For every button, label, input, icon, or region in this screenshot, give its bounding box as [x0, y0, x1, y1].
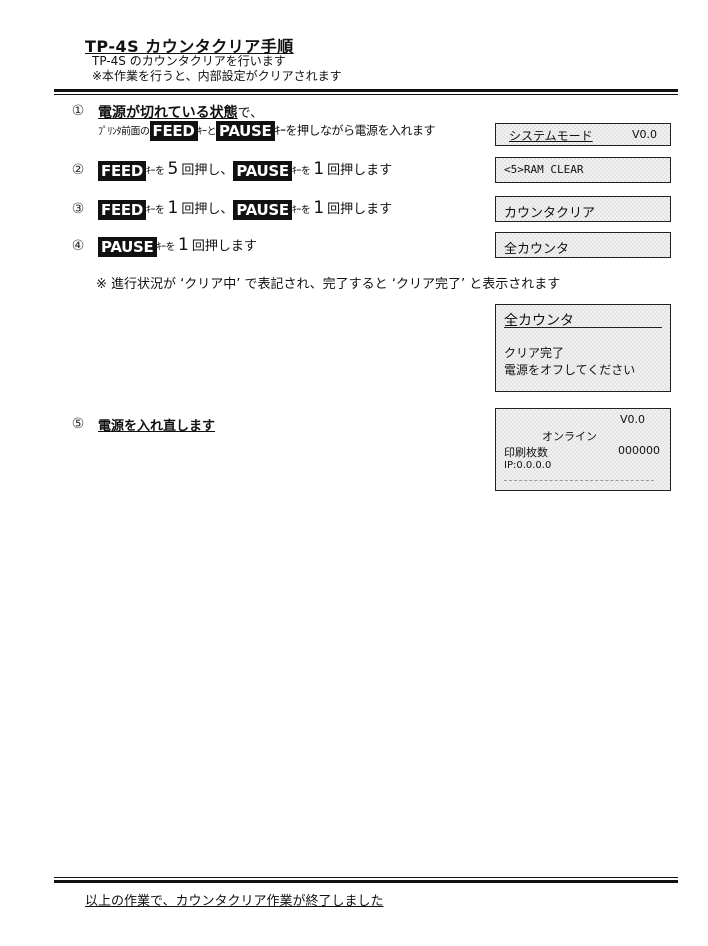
- feed-key: FEED: [98, 199, 146, 220]
- warning-line: ※本作業を行うと、内部設定がクリアされます: [92, 69, 342, 83]
- panel-divider: [504, 327, 662, 328]
- intro-line: TP-4S のカウンタクリアを行います: [92, 54, 286, 68]
- display-counter-clear: カウンタクリア: [495, 196, 671, 222]
- result-line-2: 電源をオフしてください: [504, 363, 636, 377]
- step-number: ②: [71, 162, 85, 178]
- panel-divider: [504, 480, 654, 481]
- step-number: ④: [71, 238, 85, 254]
- power-off-condition: 電源が切れている状態: [98, 105, 238, 121]
- step-number: ⑤: [71, 416, 85, 432]
- progress-note: ※ 進行状況が ‘クリア中’ で表記され、完了すると ‘クリア完了’ と表示され…: [96, 277, 561, 292]
- feed-key: FEED: [98, 160, 146, 181]
- pause-key: PAUSE: [216, 121, 275, 141]
- display-ram-clear: <5>RAM CLEAR: [495, 157, 671, 183]
- header-divider-thin: [54, 94, 678, 95]
- step-number: ③: [71, 201, 85, 217]
- result-title: 全カウンタ: [504, 313, 574, 329]
- footer-message: 以上の作業で、カウンタクリア作業が終了しました: [85, 894, 384, 909]
- page-title: TP-4S カウンタクリア手順: [85, 37, 294, 56]
- footer-divider: [54, 880, 678, 883]
- step-5-heading: 電源を入れ直します: [98, 419, 216, 434]
- display-system-mode: システムモード V0.0: [495, 123, 671, 146]
- step-number: ①: [71, 103, 85, 119]
- pause-key: PAUSE: [233, 199, 292, 220]
- display-clear-complete: 全カウンタ クリア完了 電源をオフしてください: [495, 304, 671, 392]
- step-1-heading: 電源が切れている状態で、: [98, 105, 264, 121]
- display-online: V0.0 オンライン 印刷枚数 000000 IP:0.0.0.0: [495, 408, 671, 491]
- pause-key: PAUSE: [98, 236, 157, 257]
- feed-key: FEED: [149, 121, 198, 141]
- header-divider: [54, 89, 678, 92]
- result-line-1: クリア完了: [504, 346, 565, 360]
- footer-divider-thin: [54, 877, 678, 878]
- pause-key: PAUSE: [233, 160, 292, 181]
- display-all-counters: 全カウンタ: [495, 232, 671, 258]
